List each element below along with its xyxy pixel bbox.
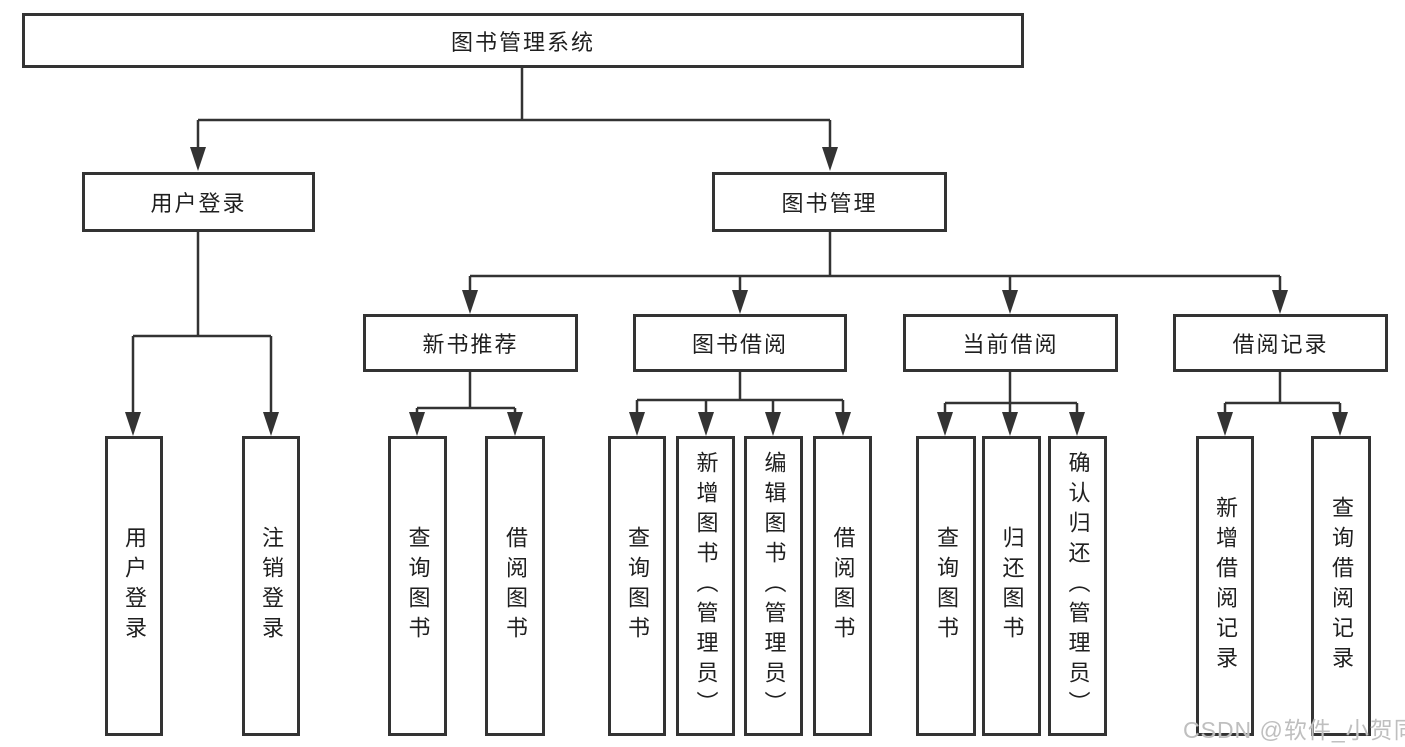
node-label: 借阅记录 bbox=[1232, 332, 1329, 357]
node-label: 注销登录 bbox=[259, 526, 284, 646]
node-label: 确认归还（管理员） bbox=[1065, 451, 1091, 721]
node-book-management: 图书管理 bbox=[712, 172, 947, 232]
node-label: 图书管理系统 bbox=[450, 29, 595, 55]
node-label: 归还图书 bbox=[999, 526, 1025, 646]
leaf-confirm-return-admin: 确认归还（管理员） bbox=[1048, 436, 1107, 736]
node-label: 借阅图书 bbox=[503, 526, 528, 646]
node-label: 新增借阅记录 bbox=[1213, 496, 1238, 676]
leaf-query-books-borrowing: 查询图书 bbox=[608, 436, 666, 736]
node-label: 图书借阅 bbox=[691, 332, 788, 357]
leaf-query-books-current: 查询图书 bbox=[916, 436, 976, 736]
leaf-return-book: 归还图书 bbox=[982, 436, 1041, 736]
leaf-query-books-recommend: 查询图书 bbox=[388, 436, 447, 736]
node-label: 查询借阅记录 bbox=[1329, 496, 1354, 676]
leaf-add-borrow-record: 新增借阅记录 bbox=[1196, 436, 1254, 736]
csdn-watermark: CSDN @软件_小贺同学 bbox=[1183, 717, 1405, 743]
node-book-borrowing: 图书借阅 bbox=[633, 314, 847, 372]
node-label: 借阅图书 bbox=[830, 526, 856, 646]
node-label: 图书管理 bbox=[781, 191, 878, 216]
node-new-book-recommend: 新书推荐 bbox=[363, 314, 578, 372]
node-user-login: 用户登录 bbox=[82, 172, 315, 232]
node-label: 查询图书 bbox=[405, 526, 431, 646]
node-borrowing-records: 借阅记录 bbox=[1173, 314, 1388, 372]
node-label: 新增图书（管理员） bbox=[693, 451, 719, 721]
leaf-query-borrow-record: 查询借阅记录 bbox=[1311, 436, 1371, 736]
leaf-edit-book-admin: 编辑图书（管理员） bbox=[744, 436, 803, 736]
node-label: 当前借阅 bbox=[962, 332, 1059, 357]
leaf-logout: 注销登录 bbox=[242, 436, 300, 736]
leaf-borrow-books-recommend: 借阅图书 bbox=[485, 436, 545, 736]
leaf-user-login: 用户登录 bbox=[105, 436, 163, 736]
node-label: 用户登录 bbox=[150, 191, 247, 216]
node-library-system: 图书管理系统 bbox=[22, 13, 1024, 68]
node-label: 新书推荐 bbox=[422, 332, 519, 357]
node-current-borrowing: 当前借阅 bbox=[903, 314, 1118, 372]
node-label: 用户登录 bbox=[122, 526, 147, 646]
node-label: 查询图书 bbox=[625, 526, 650, 646]
leaf-borrow-books-borrowing: 借阅图书 bbox=[813, 436, 872, 736]
leaf-add-book-admin: 新增图书（管理员） bbox=[676, 436, 735, 736]
node-label: 编辑图书（管理员） bbox=[761, 451, 787, 721]
node-label: 查询图书 bbox=[934, 526, 959, 646]
